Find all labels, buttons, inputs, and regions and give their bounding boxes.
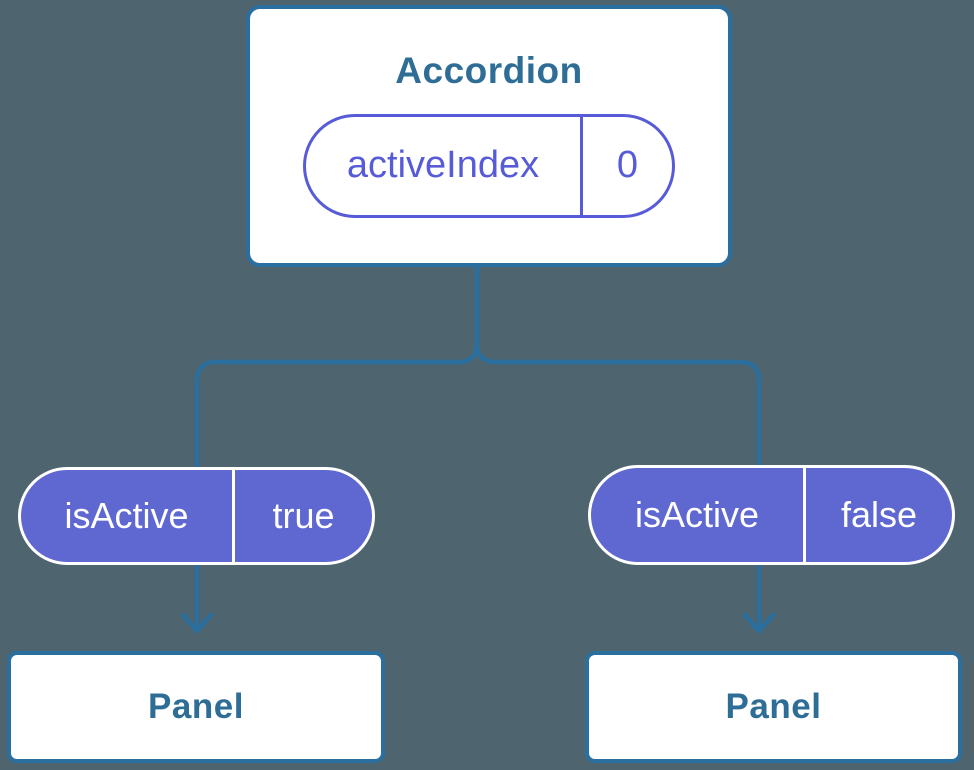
state-value: 0 bbox=[580, 116, 672, 215]
connector-left-branch bbox=[194, 260, 480, 632]
prop-value: true bbox=[232, 470, 372, 562]
connector-right-branch bbox=[474, 260, 762, 632]
prop-pill-isactive-false: isActive false bbox=[588, 465, 955, 565]
component-title: Panel bbox=[148, 687, 244, 726]
prop-value: false bbox=[803, 468, 952, 562]
accordion-component-card: Accordion activeIndex 0 bbox=[246, 5, 732, 267]
state-pill: activeIndex 0 bbox=[303, 113, 675, 218]
state-name: activeIndex bbox=[346, 144, 540, 187]
prop-name: isActive bbox=[634, 494, 760, 535]
arrow-down-icon bbox=[742, 612, 776, 634]
prop-pill-isactive-true: isActive true bbox=[18, 467, 375, 565]
prop-name: isActive bbox=[64, 495, 189, 536]
component-title: Panel bbox=[725, 687, 822, 726]
component-title: Accordion bbox=[395, 50, 583, 91]
arrow-down-icon bbox=[180, 612, 214, 634]
panel-component-card: Panel bbox=[7, 651, 385, 763]
panel-component-card: Panel bbox=[585, 651, 962, 763]
